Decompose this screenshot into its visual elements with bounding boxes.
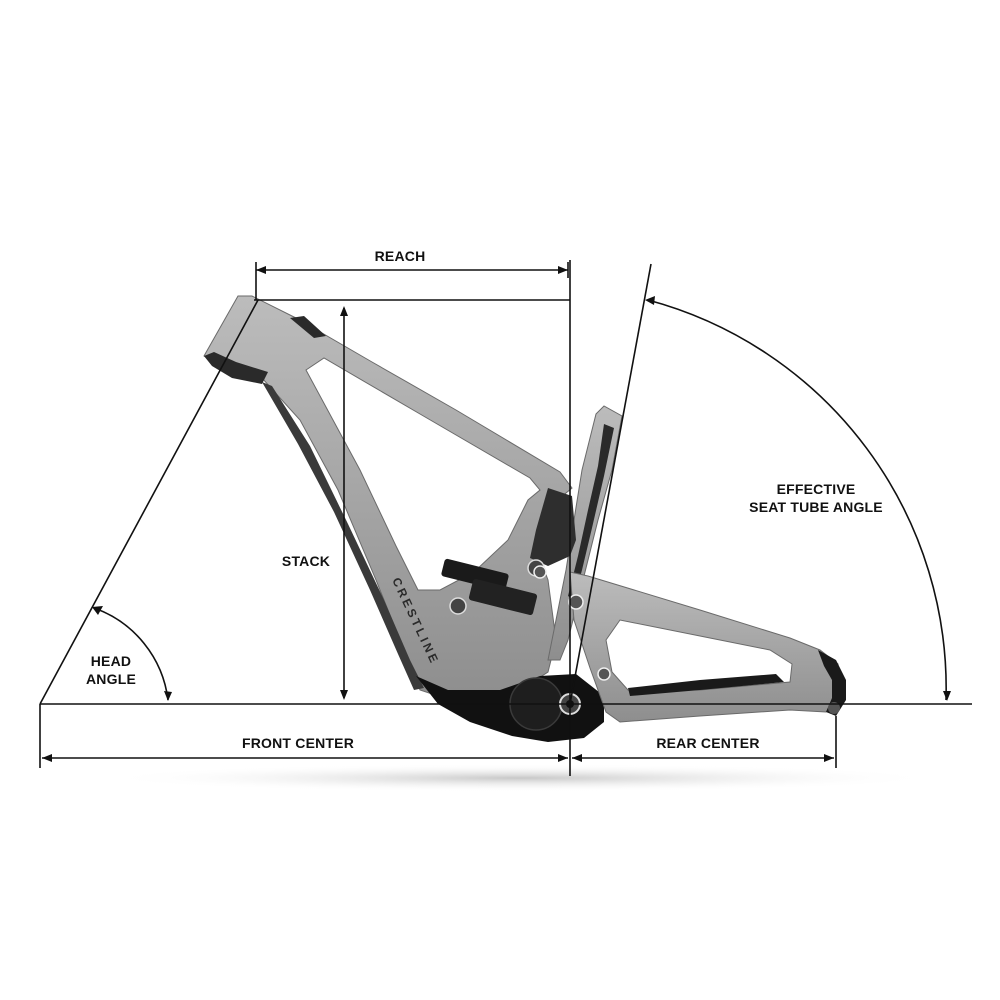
rear-dropout	[818, 650, 846, 716]
seat-angle-label-line1: EFFECTIVE	[777, 481, 856, 497]
rear-triangle	[569, 571, 841, 723]
front-triangle	[203, 295, 573, 701]
stack-label: STACK	[282, 553, 330, 569]
seat-angle-arrow-top	[645, 296, 655, 305]
head-angle-label-line1: HEAD	[91, 653, 131, 669]
down-tube-edge	[262, 382, 424, 690]
reach-arrow-right	[558, 266, 568, 274]
floor-shadow	[100, 764, 940, 792]
head-tube-axis	[39, 299, 259, 705]
head-angle-label-line2: ANGLE	[86, 671, 136, 687]
rear-center-arrow-left	[572, 754, 582, 762]
reach-arrow-left	[256, 266, 266, 274]
seat-angle-arrow-bottom	[943, 691, 951, 701]
reach-label: REACH	[375, 248, 426, 264]
main-pivot	[568, 594, 584, 610]
front-center-arrow-right	[558, 754, 568, 762]
chainstay-guard	[628, 674, 784, 696]
seat-tube-dark	[568, 424, 614, 600]
rear-axle	[828, 702, 840, 714]
seat-angle-arc	[647, 299, 947, 701]
head-tube-dark	[204, 352, 268, 384]
bike-frame-icon: CRESTLINE	[203, 295, 846, 742]
rear-center-label: REAR CENTER	[656, 735, 759, 751]
front-center-arrow-left	[42, 754, 52, 762]
stack-arrow-top	[340, 306, 348, 316]
link-pivot	[533, 565, 547, 579]
arrowheads	[42, 266, 951, 762]
head-angle-arrow-top	[92, 606, 103, 615]
lower-pivot	[597, 667, 611, 681]
front-center-label: FRONT CENTER	[242, 735, 354, 751]
top-tube-stripe	[290, 316, 326, 338]
rocker-link	[530, 488, 576, 566]
seat-angle-label-line2: SEAT TUBE ANGLE	[749, 499, 883, 515]
rear-center-arrow-right	[824, 754, 834, 762]
head-angle-arc	[93, 607, 169, 701]
stack-arrow-bottom	[340, 690, 348, 700]
head-angle-arrow-bottom	[164, 691, 172, 701]
seat-tube-axis	[569, 263, 652, 705]
geometry-lines	[39, 260, 972, 776]
